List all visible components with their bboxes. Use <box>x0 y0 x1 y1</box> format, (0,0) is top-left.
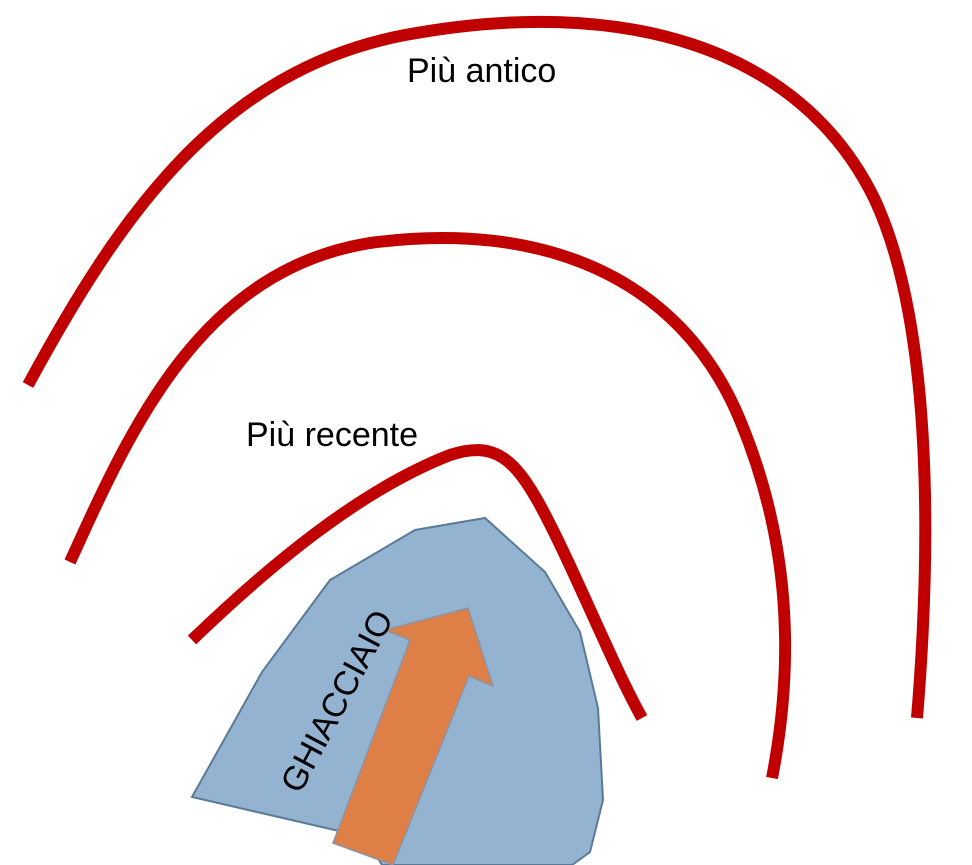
moraine-oldest <box>22 15 932 719</box>
label-oldest: Più antico <box>407 52 556 90</box>
label-newest: Più recente <box>246 416 418 454</box>
moraine-middle <box>64 231 792 780</box>
flow-arrow-icon <box>332 607 495 865</box>
moraine-newest <box>187 444 648 721</box>
